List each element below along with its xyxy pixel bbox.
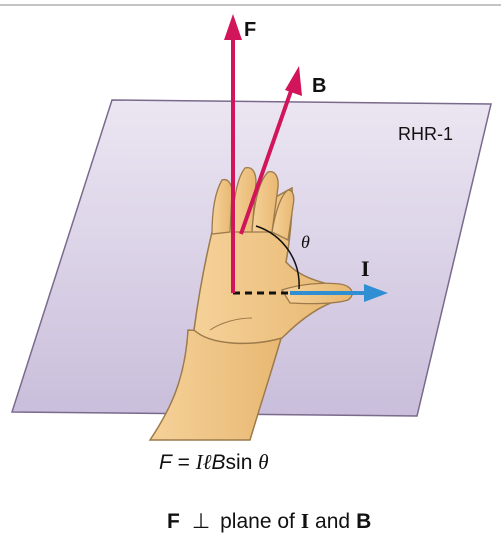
stmt-and: and <box>315 510 350 533</box>
force-equation: F = IℓBsin θ <box>159 450 269 474</box>
rule-label: RHR-1 <box>398 124 453 144</box>
stmt-F: F <box>167 510 180 533</box>
field-arrowhead <box>285 66 302 96</box>
force-arrowhead <box>224 14 242 40</box>
eq-theta: θ <box>258 450 268 474</box>
current-label: I <box>361 256 370 281</box>
stmt-I: I <box>301 509 309 533</box>
eq-B: B <box>212 451 226 474</box>
eq-l: ℓ <box>203 450 212 474</box>
force-label: F <box>244 19 256 41</box>
stmt-B: B <box>356 510 371 533</box>
eq-equals: = <box>172 451 196 474</box>
field-label: B <box>312 75 326 97</box>
stmt-plane-of: plane of <box>220 510 295 533</box>
angle-label: θ <box>301 232 310 252</box>
eq-sin: sin <box>226 451 259 474</box>
stmt-perp: ⊥ <box>192 509 210 533</box>
